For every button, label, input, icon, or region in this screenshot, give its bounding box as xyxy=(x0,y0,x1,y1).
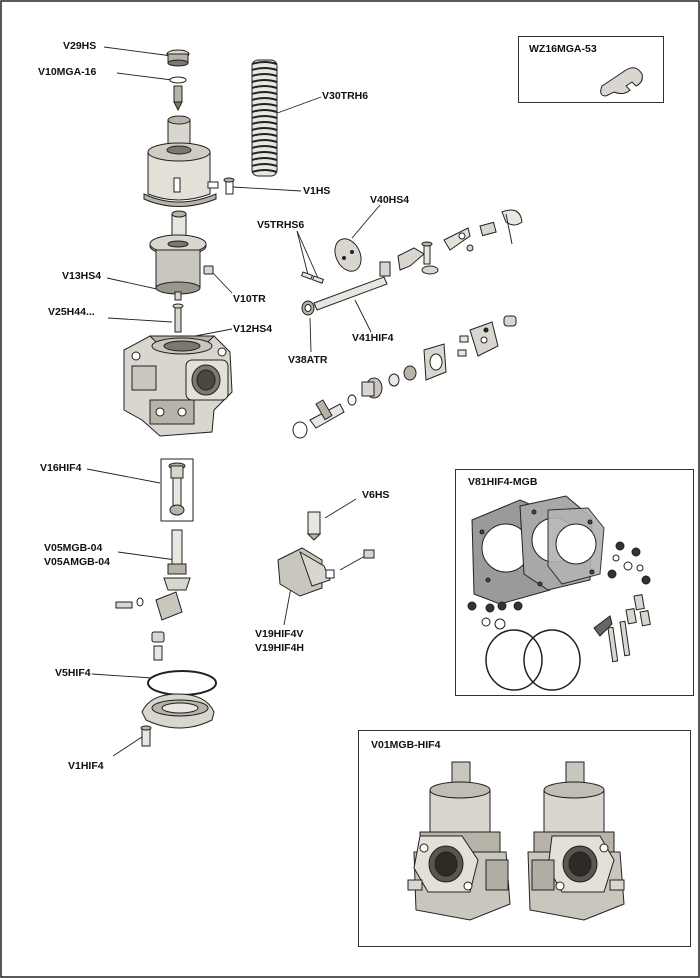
piston-spring xyxy=(251,59,278,177)
float-assembly xyxy=(277,511,375,597)
spanner-box: WZ16MGA-53 xyxy=(518,36,664,103)
label-v05mgb04: V05MGB-04 xyxy=(44,542,103,554)
jet-assembly xyxy=(115,529,191,661)
label-v05amgb04: V05AMGB-04 xyxy=(44,556,110,568)
label-v6hs: V6HS xyxy=(362,489,390,501)
label-v5trhs6: V5TRHS6 xyxy=(257,219,305,231)
label-v1hs: V1HS xyxy=(303,185,331,197)
suction-chamber xyxy=(143,115,235,207)
float-chamber xyxy=(140,670,217,747)
needle-assembly xyxy=(160,458,194,522)
carburettor-body xyxy=(123,335,233,437)
label-v19hif4v: V19HIF4V xyxy=(255,628,304,640)
spanner-box-title: WZ16MGA-53 xyxy=(529,43,597,55)
throttle-lever xyxy=(397,209,523,275)
label-v16hif4: V16HIF4 xyxy=(40,462,82,474)
label-v10tr: V10TR xyxy=(233,293,266,305)
gasket-kit xyxy=(467,495,651,691)
label-v5hif4: V5HIF4 xyxy=(55,667,91,679)
label-v1hif4: V1HIF4 xyxy=(68,760,104,772)
throttle-spindle xyxy=(301,261,391,316)
label-v12hs4: V12HS4 xyxy=(233,323,273,335)
label-v13hs4: V13HS4 xyxy=(62,270,102,282)
carb-pair-box: V01MGB-HIF4 xyxy=(358,730,691,947)
cold-start-assembly xyxy=(292,315,517,439)
label-v10mga16: V10MGA-16 xyxy=(38,66,97,78)
label-v29hs: V29HS xyxy=(63,40,97,52)
gasket-kit-box-title: V81HIF4-MGB xyxy=(468,476,538,488)
small-screws xyxy=(172,265,214,333)
label-v38atr: V38ATR xyxy=(288,354,328,366)
label-v25h44: V25H44... xyxy=(48,306,95,318)
throttle-disc xyxy=(334,238,362,272)
leader-lines xyxy=(86,46,381,757)
label-v41hif4: V41HIF4 xyxy=(352,332,394,344)
label-v30trh6: V30TRH6 xyxy=(322,90,369,102)
label-v19hif4h: V19HIF4H xyxy=(255,642,305,654)
piston-assembly xyxy=(149,210,207,295)
spanner-icon xyxy=(600,67,643,97)
label-v40hs4: V40HS4 xyxy=(370,194,410,206)
throttle-screws xyxy=(300,271,325,284)
gasket-kit-box: V81HIF4-MGB xyxy=(455,469,694,696)
carb-pair-box-title: V01MGB-HIF4 xyxy=(371,739,441,751)
damper-cap xyxy=(166,49,190,112)
carburettor-pair xyxy=(407,761,625,921)
